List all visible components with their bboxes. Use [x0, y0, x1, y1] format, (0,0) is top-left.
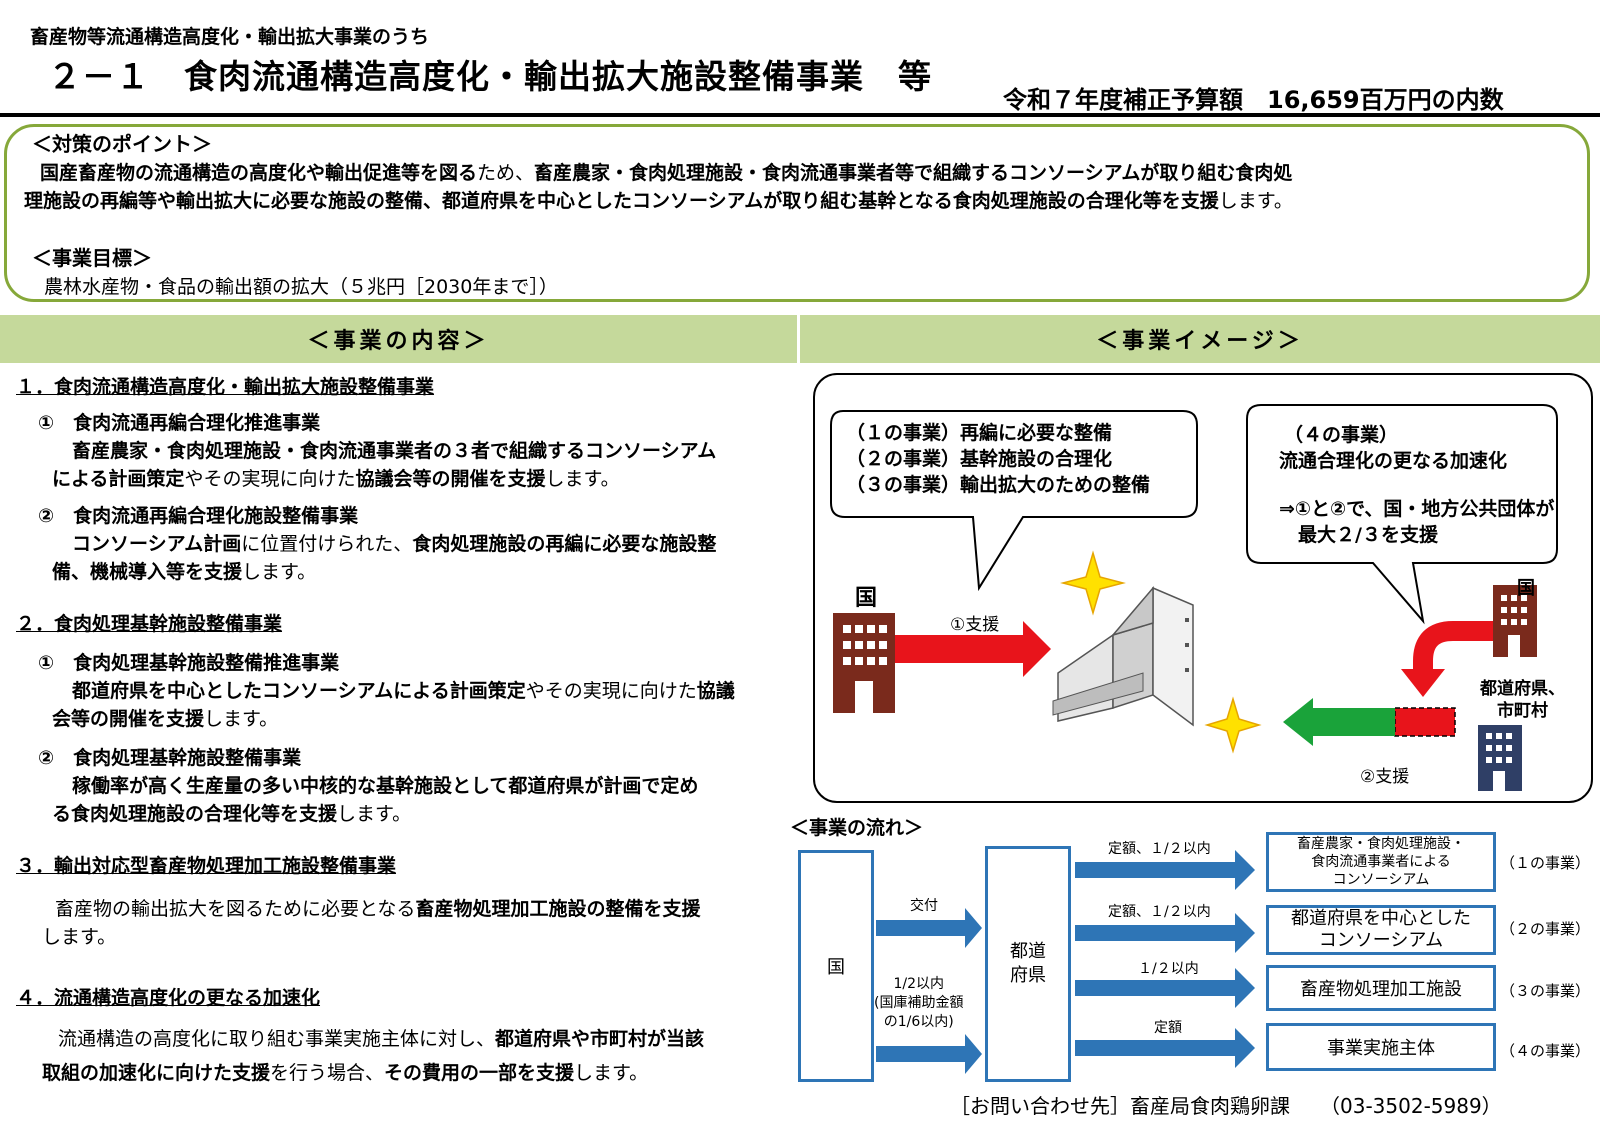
page-title: ２－１ 食肉流通構造高度化・輸出拡大施設整備事業 等 — [48, 57, 932, 96]
national-government-building-icon — [833, 613, 895, 713]
flow-row-2-label: 定額、１/２以内 — [1108, 904, 1211, 920]
right-bubble-line-1: （４の事業） — [1284, 424, 1399, 446]
national-building-small-icon — [1493, 585, 1537, 657]
right-bubble-line-2: 流通合理化の更なる加速化 — [1279, 450, 1508, 472]
section-3-title: ３．輸出対応型畜産物処理加工施設整備事業 — [16, 855, 397, 877]
points-line-1: 国産畜産物の流通構造の高度化や輸出促進等を図るため、畜産農家・食肉処理施設・食肉… — [40, 158, 1292, 188]
flow-arrows — [876, 850, 1255, 1074]
flow-arrow-row-4 — [1075, 1028, 1255, 1068]
support-1-arrow — [895, 621, 1051, 677]
project-illustration — [830, 404, 1558, 791]
flow-prefecture-box: 都道 府県 — [985, 846, 1071, 1082]
left-bubble-line-1: （１の事業）再編に必要な整備 — [846, 422, 1113, 444]
points-line2-bold: 理施設の再編等や輸出拡大に必要な施設の整備、都道府県を中心としたコンソーシアムが… — [24, 190, 1219, 212]
section-2-1-line1: 都道府県を中心としたコンソーシアムによる計画策定やその実現に向けた協議 — [72, 680, 735, 702]
section-1-1-line1: 畜産農家・食肉処理施設・食肉流通事業者の３者で組織するコンソーシアム — [72, 440, 717, 462]
section-1-2-line2: 備、機械導入等を支援します。 — [52, 561, 317, 583]
flow-target-3-label: 畜産物処理加工施設 — [1300, 979, 1462, 1000]
section-2-2-line1: 稼働率が高く生産量の多い中核的な基幹施設として都道府県が計画で定め — [72, 775, 699, 797]
pref-city-label: 都道府県、 市町村 — [1480, 679, 1565, 721]
section-2-1-title: ① 食肉処理基幹施設整備推進事業 — [38, 652, 340, 674]
curved-support-arrow — [1413, 621, 1493, 671]
policy-points-box — [4, 124, 1590, 302]
section-1-2-title: ② 食肉流通再編合理化施設整備事業 — [38, 505, 359, 527]
header-divider — [0, 113, 1600, 117]
flow-prefecture-label: 都道 府県 — [1010, 941, 1046, 986]
flow-arrow-half — [876, 1034, 982, 1074]
contact-info: ［お問い合わせ先］畜産局食肉鶏卵課 （03-3502-5989） — [950, 1094, 1502, 1118]
flow-kuni-label: 国 — [827, 957, 845, 978]
support-2-label: ②支援 — [1360, 767, 1410, 787]
flow-target-4-label: 事業実施主体 — [1327, 1038, 1435, 1059]
section-3-line2: します。 — [42, 926, 117, 948]
goal-heading: ＜事業目標＞ — [32, 246, 152, 270]
sparkle-icon — [1204, 696, 1262, 754]
points-line2-normal: します。 — [1218, 190, 1293, 212]
flow-arrow-row-2 — [1075, 913, 1255, 953]
project-image-panel — [813, 373, 1593, 803]
section-2-2-line2: る食肉処理施設の合理化等を支援します。 — [52, 803, 412, 825]
section-3-line1: 畜産物の輸出拡大を図るために必要となる畜産物処理加工施設の整備を支援 — [55, 898, 701, 920]
flow-arrow-row-1 — [1075, 850, 1255, 890]
flow-row-1-label: 定額、１/２以内 — [1108, 841, 1211, 857]
flow-heading: ＜事業の流れ＞ — [790, 817, 924, 839]
content-section-bar: ＜事業の内容＞ — [0, 315, 797, 363]
section-4-title: ４．流通構造高度化の更なる加速化 — [16, 987, 321, 1009]
left-bubble-line-2: （２の事業）基幹施設の合理化 — [846, 448, 1113, 470]
points-line1-bold1: 国産畜産物の流通構造の高度化や輸出促進等を図る — [40, 162, 478, 184]
right-speech-bubble — [1246, 404, 1558, 625]
flow-target-3: 畜産物処理加工施設 — [1266, 965, 1496, 1011]
meat-processing-facility-icon — [1052, 585, 1194, 727]
points-line1-normal1: ため、 — [477, 162, 535, 184]
flow-tag-3: （３の事業） — [1500, 982, 1591, 1000]
goal-text: 農林水産物・食品の輸出額の拡大（５兆円［2030年まで］） — [44, 276, 558, 298]
flow-tag-2: （２の事業） — [1500, 920, 1591, 938]
section-1-1-title: ① 食肉流通再編合理化推進事業 — [38, 412, 321, 434]
points-line1-bold2: 畜産農家・食肉処理施設・食肉流通事業者等で組織するコンソーシアムが取り組む食肉処 — [534, 162, 1293, 184]
right-bubble-line-4: ⇒①と②で、国・地方公共団体が — [1279, 498, 1555, 520]
flow-kuni-box: 国 — [798, 850, 874, 1082]
left-bubble-line-3: （３の事業）輸出拡大のための整備 — [846, 474, 1151, 496]
flow-target-4: 事業実施主体 — [1266, 1023, 1496, 1071]
section-4-line2: 取組の加速化に向けた支援を行う場合、その費用の一部を支援します。 — [42, 1062, 649, 1084]
kuni-right-label: 国 — [1517, 578, 1535, 599]
points-line-2: 理施設の再編等や輸出拡大に必要な施設の整備、都道府県を中心としたコンソーシアムが… — [24, 186, 1293, 216]
flow-half-note: 1/2以内 (国庫補助金額 の1/6以内) — [874, 976, 964, 1030]
right-bubble-line-5: 最大２/３を支援 — [1279, 524, 1438, 546]
flow-target-1: 畜産農家・食肉処理施設・ 食肉流通事業者による コンソーシアム — [1266, 832, 1496, 892]
image-section-bar: ＜事業イメージ＞ — [800, 315, 1600, 363]
flow-row-4-label: 定額 — [1154, 1020, 1182, 1036]
budget-amount: 令和７年度補正予算額 16,659百万円の内数 — [1003, 86, 1504, 114]
flow-arrow-kofu — [876, 908, 982, 948]
flow-tag-4: （４の事業） — [1500, 1042, 1591, 1060]
section-1-1-line2: による計画策定やその実現に向けた協議会等の開催を支援します。 — [52, 468, 620, 490]
flow-tag-1: （１の事業） — [1500, 854, 1591, 872]
municipality-building-icon — [1478, 725, 1522, 791]
support-2-arrow — [1283, 698, 1395, 746]
flow-kofu-label: 交付 — [910, 898, 938, 914]
local-funding-bar — [1394, 707, 1456, 737]
flow-target-1-label: 畜産農家・食肉処理施設・ 食肉流通事業者による コンソーシアム — [1297, 836, 1465, 888]
flow-target-2: 都道府県を中心とした コンソーシアム — [1266, 905, 1496, 955]
section-4-line1: 流通構造の高度化に取り組む事業実施主体に対し、都道府県や市町村が当該 — [58, 1028, 705, 1050]
section-2-2-title: ② 食肉処理基幹施設整備事業 — [38, 747, 302, 769]
flow-row-3-label: １/２以内 — [1138, 961, 1199, 977]
section-1-title: １．食肉流通構造高度化・輸出拡大施設整備事業 — [16, 376, 435, 398]
sparkle-icon — [1060, 550, 1126, 616]
kuni-left-label: 国 — [855, 586, 878, 611]
left-speech-bubble — [830, 410, 1198, 592]
page-subtitle: 畜産物等流通構造高度化・輸出拡大事業のうち — [30, 26, 430, 48]
flow-target-2-label: 都道府県を中心とした コンソーシアム — [1291, 908, 1471, 951]
points-heading: ＜対策のポイント＞ — [32, 132, 212, 156]
support-1-label: ①支援 — [950, 615, 1000, 635]
section-2-title: ２．食肉処理基幹施設整備事業 — [16, 613, 283, 635]
section-2-1-line2: 会等の開催を支援します。 — [52, 708, 279, 730]
section-1-2-line1: コンソーシアム計画に位置付けられた、食肉処理施設の再編に必要な施設整 — [72, 533, 717, 555]
flow-arrow-row-3 — [1075, 968, 1255, 1008]
